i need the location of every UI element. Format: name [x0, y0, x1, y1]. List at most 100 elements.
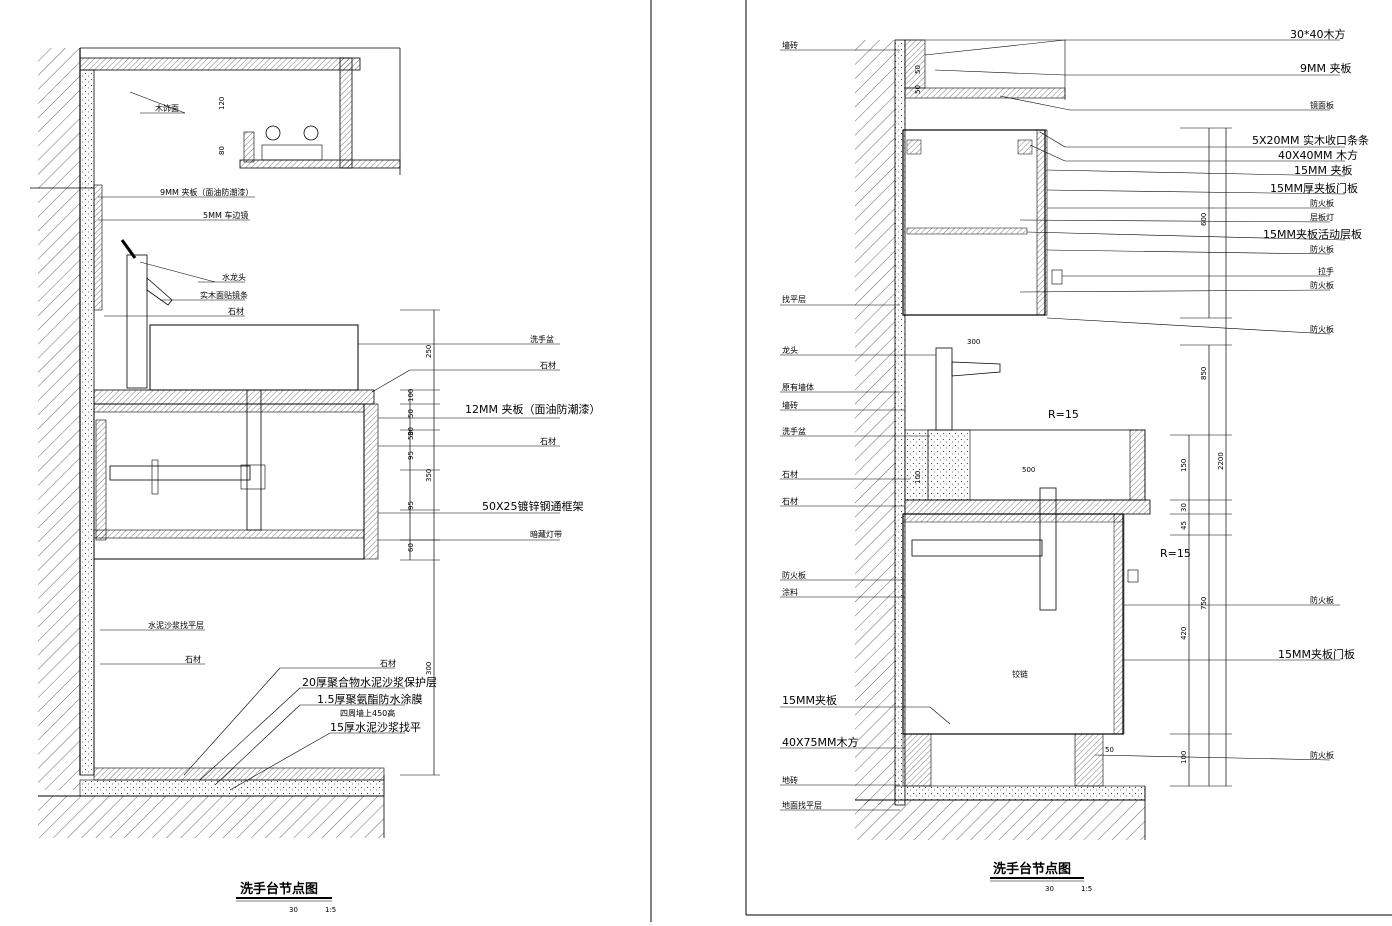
handle-icon: [1051, 269, 1063, 285]
dim-600: 600: [1200, 213, 1208, 226]
label-faucet: 水龙头: [222, 272, 246, 282]
dim-60: 60: [407, 543, 415, 552]
label-fire-g: 防火板: [1310, 750, 1334, 760]
right-scale-b: 1:5: [1081, 885, 1092, 893]
label-stone-a: 石材: [228, 306, 244, 316]
dim-500: 500: [1022, 466, 1035, 474]
label-basin: 洗手盆: [782, 426, 806, 436]
dim-150: 150: [1180, 459, 1188, 472]
label-ply-12: 12MM 夹板（面油防潮漆）: [465, 402, 600, 416]
label-fire-e: 防火板: [782, 570, 806, 580]
right-drawing: 50 50 600 300 850 2200 R=15 R=15 100 500…: [780, 27, 1369, 893]
label-mirror-wall: 原有墙体: [782, 382, 814, 392]
valve-icon: [265, 125, 281, 141]
lower-cabinet: [902, 513, 1124, 735]
dim-100b: 100: [1180, 751, 1188, 764]
dim-r15b: R=15: [1160, 547, 1191, 560]
left-scale-b: 1:5: [325, 906, 336, 914]
label-door-15b: 15MM夹板门板: [1278, 647, 1355, 661]
right-title: 洗手台节点图: [993, 861, 1071, 877]
label-level-layer: 找平层: [782, 294, 806, 304]
dim-r15a: R=15: [1048, 408, 1079, 421]
label-stone-e: 石材: [380, 658, 396, 668]
dim-50b: 50: [407, 431, 415, 440]
label-hidden-light: 暗藏灯带: [530, 529, 562, 539]
dim-100a: 100: [914, 471, 922, 484]
dim-350: 350: [425, 469, 433, 482]
dim-95b: 95: [407, 501, 415, 510]
label-layer-light: 层板灯: [1310, 212, 1334, 222]
mirror-panel: [93, 184, 103, 311]
upper-shelf: [906, 227, 1028, 235]
label-shelf-15: 15MM夹板活动层板: [1263, 227, 1362, 241]
label-ply-9: 9MM 夹板: [1300, 61, 1351, 75]
right-floor-finish: [894, 785, 1146, 801]
label-wood-30x40: 30*40木方: [1290, 27, 1346, 41]
basin: [149, 324, 359, 391]
label-fire-c: 防火板: [1310, 280, 1334, 290]
dim-50a: 50: [407, 409, 415, 418]
left-ceiling: [79, 57, 361, 71]
left-wall-hatch: [38, 48, 80, 790]
label-wall-tile: 墙砖: [782, 40, 798, 50]
label-basin: 洗手盆: [530, 334, 554, 344]
dim-45: 45: [1180, 521, 1188, 530]
dim-2200: 2200: [1217, 452, 1225, 470]
dim-50a: 50: [914, 65, 922, 74]
label-hinge: 铰链: [1012, 669, 1028, 679]
dim-420: 420: [1180, 627, 1188, 640]
label-cement-base: 水泥沙浆找平层: [148, 620, 204, 630]
label-wood-40x40: 40X40MM 木方: [1278, 148, 1358, 162]
label-mirror-panel: 镜面板: [1310, 100, 1334, 110]
label-layer-15-sc: 15厚水泥沙浆找平: [330, 720, 421, 734]
label-stone-b: 石材: [540, 360, 556, 370]
label-oak-strip: 5X20MM 实木收口条条: [1252, 133, 1369, 147]
dim-120: 120: [218, 97, 226, 110]
label-floor-level: 地面找平层: [782, 800, 822, 810]
dim-300: 300: [425, 662, 433, 675]
dim-250: 250: [425, 345, 433, 358]
label-solid-wood-edge: 实木面贴镜条: [200, 290, 248, 300]
label-fire-a: 防火板: [1310, 198, 1334, 208]
faucet-body: [126, 254, 148, 389]
label-fire-b: 防火板: [1310, 244, 1334, 254]
label-layer-20: 20厚聚合物水泥沙浆保护层: [302, 675, 437, 689]
dim-50b: 50: [914, 85, 922, 94]
valve-icon: [303, 125, 319, 141]
right-drain: [1039, 487, 1057, 611]
label-fire-f: 防火板: [1310, 595, 1334, 605]
right-countertop: [904, 499, 1151, 515]
left-countertop: [93, 389, 375, 405]
label-ply-15b: 15MM夹板: [782, 693, 837, 707]
dim-750: 750: [1200, 597, 1208, 610]
label-ply-15: 15MM 夹板: [1294, 163, 1352, 177]
dim-95a: 95: [407, 451, 415, 460]
left-floor-finish: [93, 767, 385, 781]
label-ply-9: 9MM 夹板（面油防潮漆）: [160, 187, 253, 197]
label-floor-tile: 地砖: [782, 775, 798, 785]
right-faucet: [935, 347, 953, 431]
dim-300: 300: [967, 338, 980, 346]
label-layer-15-wp: 1.5厚聚氨酯防水涂膜: [317, 692, 423, 706]
label-wall-tile-b: 墙砖: [782, 400, 798, 410]
drain-pipe: [246, 389, 262, 531]
left-wall-plaster: [79, 69, 95, 776]
label-paint: 涂料: [782, 587, 798, 597]
left-drawing: 120 80 250 100 50 30 350 50 95 95 60 300: [30, 47, 600, 914]
right-scale-a: 30: [1045, 885, 1054, 893]
label-tap: 龙头: [782, 345, 798, 355]
label-stone-b: 石材: [782, 496, 798, 506]
label-handle: 拉手: [1318, 266, 1334, 276]
left-scale-a: 30: [289, 906, 298, 914]
label-door-15: 15MM厚夹板门板: [1270, 181, 1358, 195]
left-title: 洗手台节点图: [240, 881, 318, 897]
dim-30: 30: [1180, 503, 1188, 512]
dim-30: 30: [407, 427, 415, 436]
label-stone-a: 石材: [782, 469, 798, 479]
label-stone-d: 石材: [185, 654, 201, 664]
upper-cabinet: [902, 129, 1046, 316]
dim-100: 100: [407, 389, 415, 402]
label-mirror-5: 5MM 车边镜: [203, 210, 248, 220]
